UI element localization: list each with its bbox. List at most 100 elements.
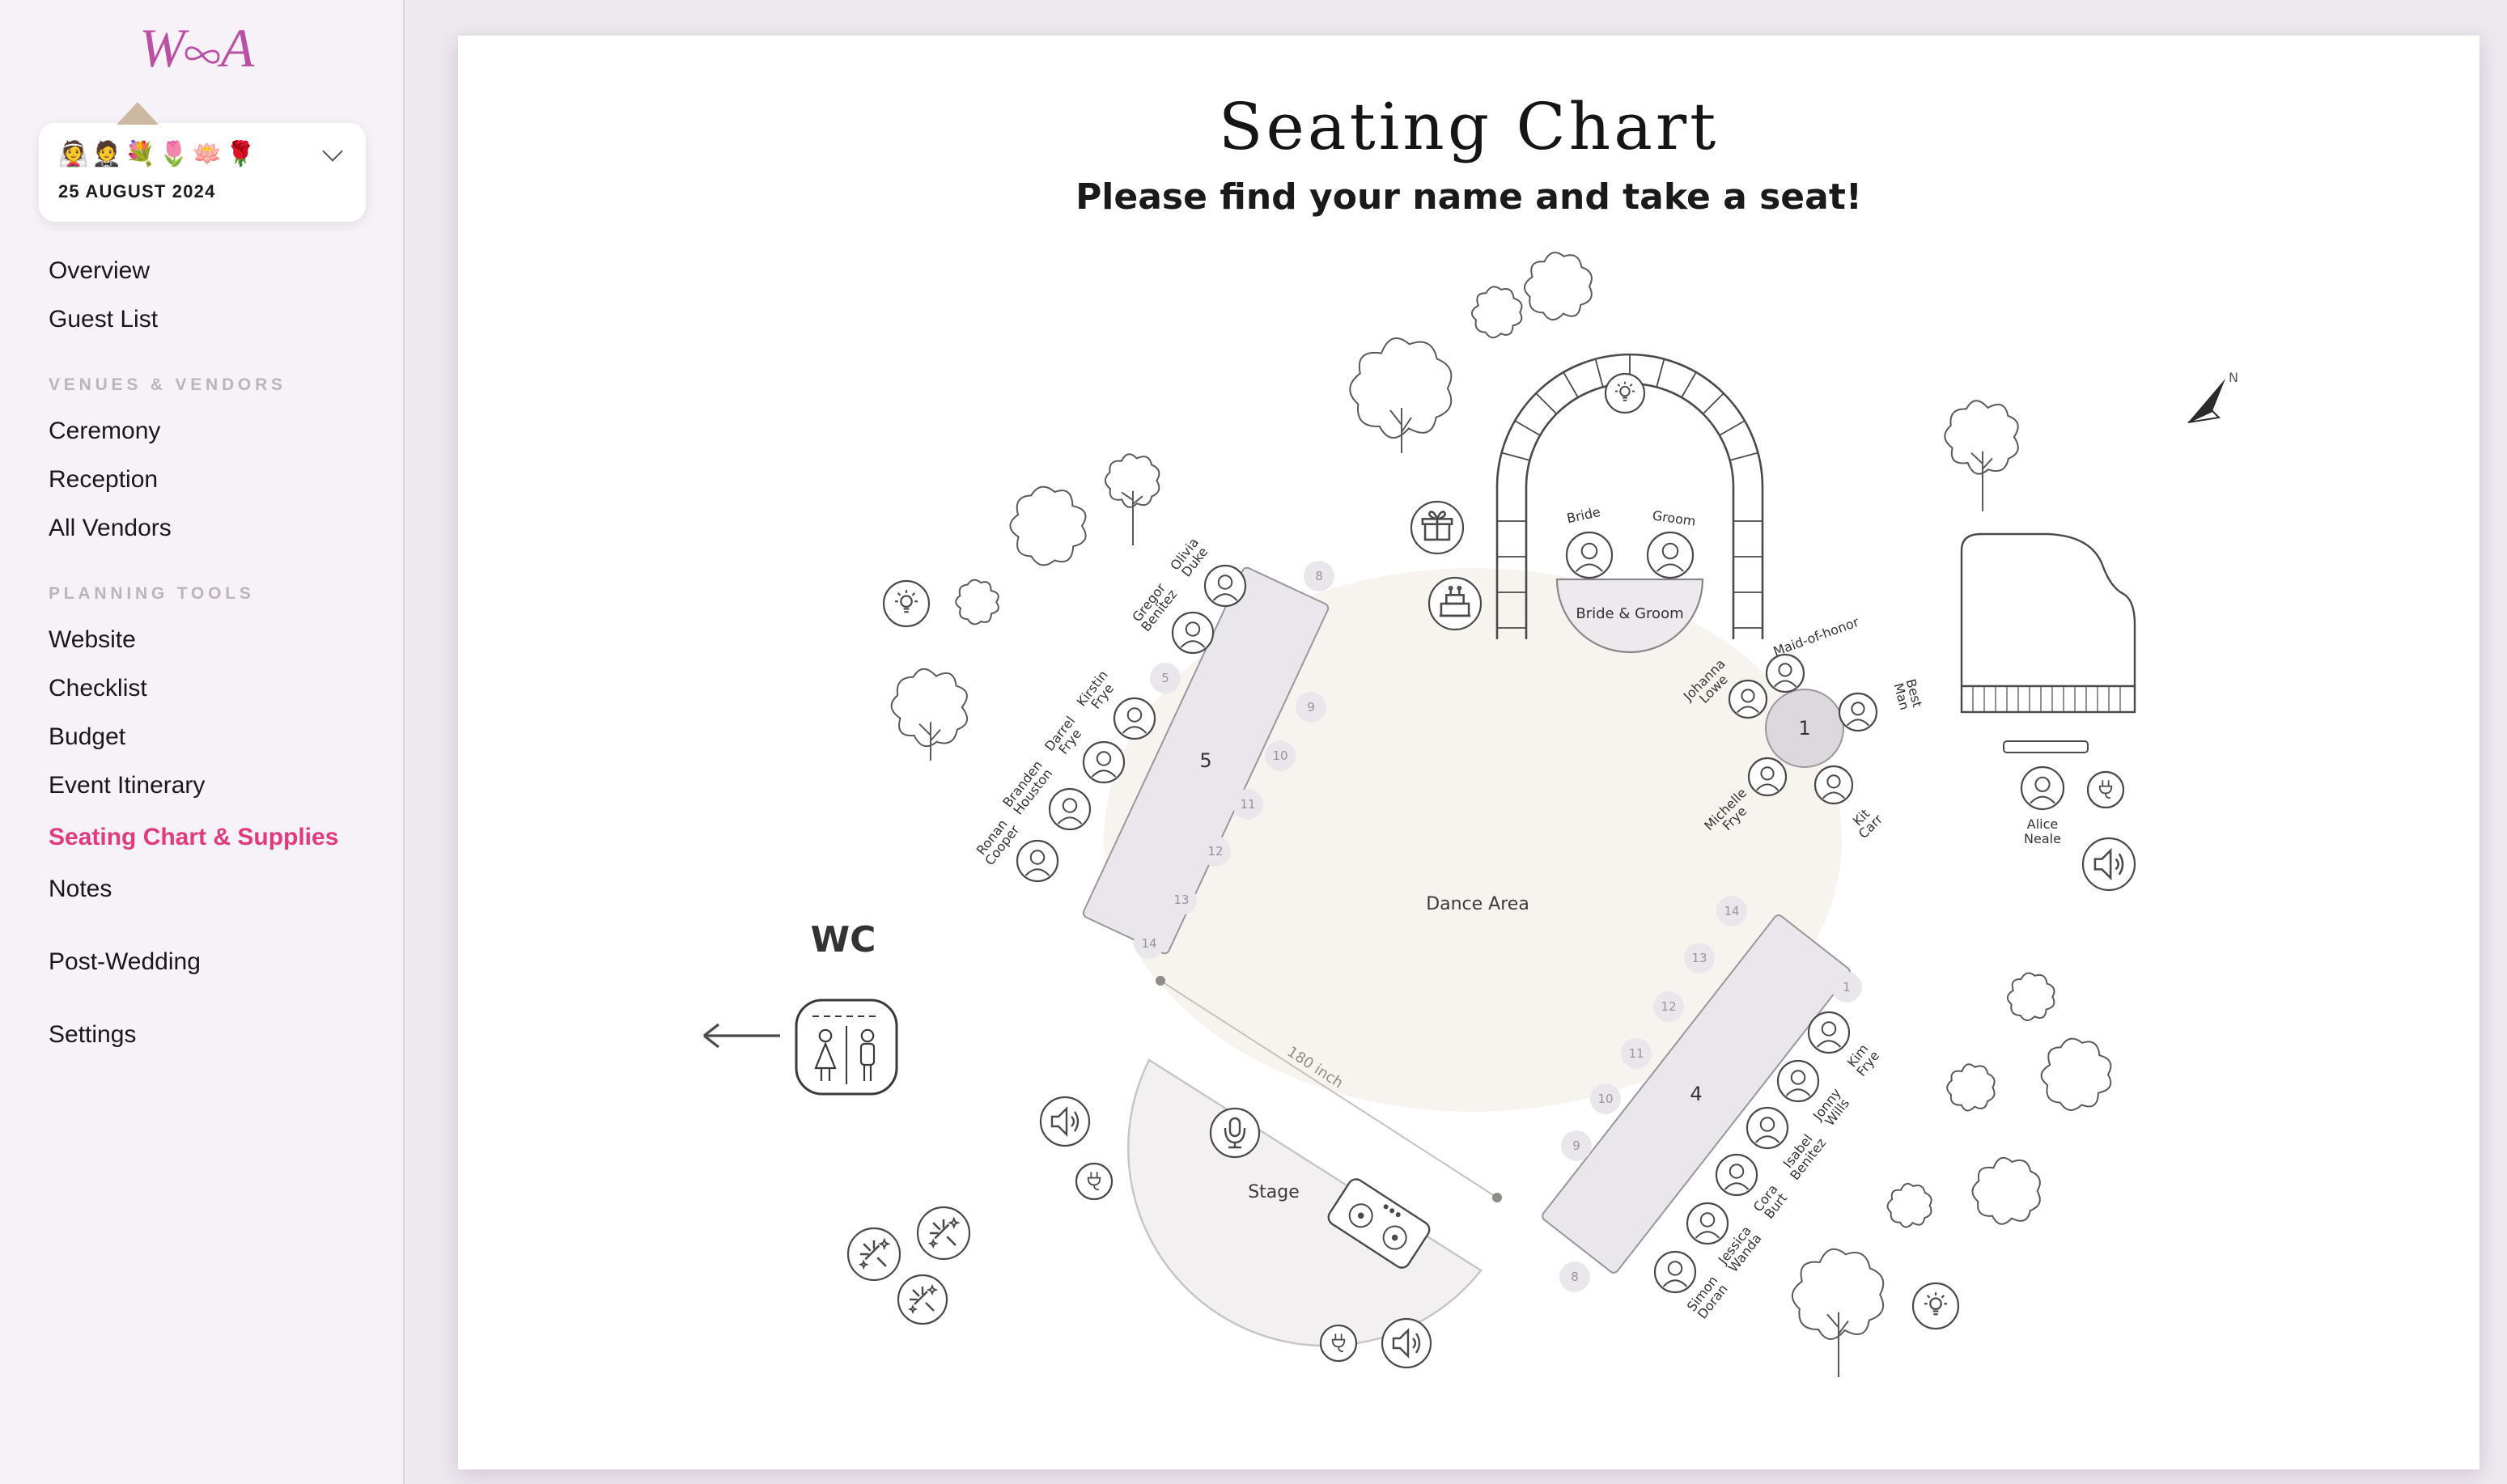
seating-chart-canvas[interactable]: Seating Chart Please find your name and … [458, 36, 2479, 1469]
page-title: Seating Chart [1218, 91, 1720, 165]
guest-seat-kirstin-frye[interactable] [1113, 697, 1156, 740]
event-date: 25 AUGUST 2024 [58, 183, 216, 202]
sidebar-item-post-wedding[interactable]: Post-Wedding [49, 948, 201, 976]
app-logo: W A [139, 19, 403, 81]
firework-icon [897, 1274, 948, 1325]
empty-seat-5[interactable] [1150, 663, 1181, 693]
guest-seat-kim-frye[interactable] [1807, 1011, 1851, 1054]
empty-seat-13[interactable] [1166, 884, 1197, 915]
lightbulb-icon [1911, 1282, 1960, 1330]
sidebar-item-overview[interactable]: Overview [49, 257, 151, 285]
sidebar-item-checklist[interactable]: Checklist [49, 675, 147, 702]
tree-icon [890, 668, 969, 761]
guest-seat-olivia-duke[interactable] [1203, 564, 1247, 608]
guest-seat-best-man[interactable] [1838, 692, 1878, 732]
speaker-icon [1039, 1096, 1091, 1147]
grand-piano [1960, 532, 2136, 753]
guest-seat-michelle-frye[interactable] [1747, 757, 1788, 797]
event-selector-card[interactable]: 👰🤵💐🌷🪷🌹 25 AUGUST 2024 [39, 102, 366, 222]
table-number: 4 [1690, 1083, 1702, 1105]
restroom-icon [795, 999, 898, 1096]
plug-icon [2086, 770, 2125, 809]
groom-seat[interactable] [1646, 531, 1695, 579]
sidebar-item-guest-list[interactable]: Guest List [49, 306, 159, 333]
sidebar-item-event-itinerary[interactable]: Event Itinerary [49, 772, 206, 799]
empty-seat-12[interactable] [1653, 991, 1684, 1022]
label: 13 [1691, 951, 1707, 965]
tree-icon [1791, 1248, 1885, 1377]
empty-seat-8[interactable] [1304, 561, 1334, 591]
sidebar-section-venues-vendors: VENUES & VENDORS [49, 375, 286, 395]
label: 8 [1571, 1270, 1579, 1284]
guest-seat-jonny-wills[interactable] [1776, 1059, 1820, 1103]
label: 11 [1240, 797, 1255, 812]
table-number: 5 [1199, 749, 1211, 772]
guest-name-label: JonnyWills [1809, 1085, 1854, 1131]
sidebar-item-settings[interactable]: Settings [49, 1021, 137, 1049]
tree-icon [1524, 252, 1593, 321]
chevron-down-icon[interactable] [322, 140, 343, 161]
label: 1 [1843, 980, 1851, 994]
sidebar-item-ceremony[interactable]: Ceremony [49, 418, 161, 445]
sidebar-item-reception[interactable]: Reception [49, 466, 159, 494]
stage-label: Stage [1248, 1182, 1300, 1202]
tree-icon [2006, 972, 2055, 1021]
sidebar-item-website[interactable]: Website [49, 626, 136, 654]
guest-name-label: DarrelFrye [1041, 713, 1088, 761]
sidebar-item-all-vendors[interactable]: All Vendors [49, 515, 172, 542]
empty-seat-11[interactable] [1232, 789, 1263, 820]
guest-seat-gregor-benitez[interactable] [1171, 611, 1215, 655]
label: 8 [1315, 569, 1323, 583]
guest-seat-branden-houston[interactable] [1048, 787, 1092, 831]
label: 14 [1724, 904, 1739, 918]
empty-seat-10[interactable] [1265, 740, 1296, 771]
sidebar-item-seating-chart-supplies[interactable]: Seating Chart & Supplies [49, 824, 339, 851]
guest-seat-darrel-frye[interactable] [1082, 740, 1126, 784]
empty-seat-11[interactable] [1621, 1038, 1652, 1069]
guest-seat-cora-burt[interactable] [1715, 1153, 1758, 1197]
empty-seat-1[interactable] [1831, 972, 1862, 1003]
bow-icon [185, 46, 221, 64]
guest-name-label: KitCarr [1846, 802, 1886, 842]
guest-seat-kit-carr[interactable] [1813, 765, 1854, 805]
mic-icon [1209, 1107, 1261, 1159]
guest-seat-jessica-wanda[interactable] [1686, 1202, 1729, 1245]
empty-seat-8[interactable] [1559, 1261, 1590, 1292]
label: 10 [1597, 1092, 1613, 1106]
speaker-icon [2081, 837, 2136, 892]
north-label: N [2229, 370, 2238, 385]
guest-name-label: KimFrye [1843, 1040, 1882, 1079]
empty-seat-9[interactable] [1296, 692, 1326, 723]
table-1[interactable] [1765, 689, 1844, 768]
sidebar-item-notes[interactable]: Notes [49, 876, 112, 903]
guest-seat-alice-neale[interactable] [2020, 765, 2065, 811]
tree-icon [1349, 337, 1453, 453]
tree-icon [955, 579, 999, 625]
page-subtitle: Please find your name and take a seat! [1075, 178, 1862, 218]
guest-seat-johanna-lowe[interactable] [1728, 679, 1768, 719]
label: 9 [1307, 700, 1315, 714]
bride-label: Bride [1565, 504, 1601, 526]
guest-seat-ronan-cooper[interactable] [1016, 839, 1059, 883]
guest-seat-isabel-benitez[interactable] [1746, 1106, 1789, 1150]
label: 13 [1173, 893, 1189, 907]
empty-seat-14[interactable] [1716, 896, 1747, 926]
sweetheart-table[interactable] [1555, 578, 1704, 654]
empty-seat-13[interactable] [1684, 943, 1715, 973]
bride-seat[interactable] [1565, 531, 1614, 579]
empty-seat-9[interactable] [1561, 1130, 1592, 1161]
empty-seat-14[interactable] [1134, 928, 1164, 959]
guest-name-label: CoraBurt [1750, 1181, 1792, 1223]
guest-seat-simon-doran[interactable] [1653, 1250, 1697, 1294]
plug-icon [1319, 1324, 1358, 1363]
guest-name-label: Maid-of-honor [1771, 614, 1861, 659]
guest-seat-maid-of-honor[interactable] [1765, 653, 1805, 693]
sidebar-item-budget[interactable]: Budget [49, 723, 126, 751]
groom-label: Groom [1652, 507, 1697, 528]
dance-area [1104, 568, 1842, 1112]
table-5[interactable] [1082, 566, 1330, 955]
table-4[interactable] [1541, 914, 1852, 1275]
empty-seat-10[interactable] [1590, 1083, 1621, 1114]
empty-seat-12[interactable] [1200, 836, 1231, 867]
